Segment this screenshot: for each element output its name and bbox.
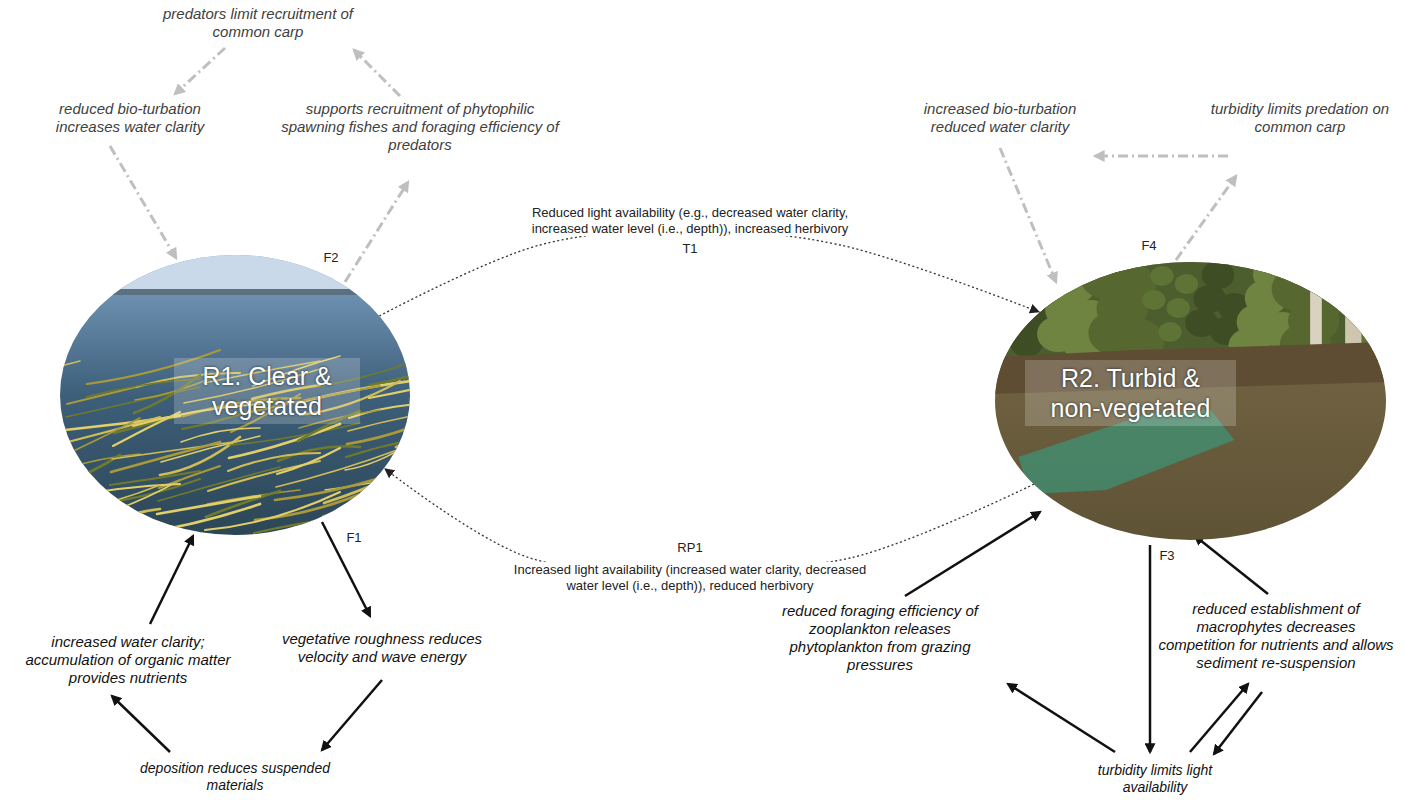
feedback-note: reduced foraging efficiency of zooplankt… (765, 602, 995, 674)
label-slot: vegetative roughness reduces velocity an… (267, 630, 497, 666)
edge-label: Increased light availability (increased … (504, 562, 876, 593)
label-slot: reduced foraging efficiency of zooplankt… (765, 602, 995, 674)
state-label: R1. Clear & vegetated (174, 358, 360, 424)
feedback-arrow (1176, 176, 1236, 260)
feedback-arrow (354, 50, 400, 96)
loop-code: F3 (1155, 548, 1179, 564)
feedback-arrow (150, 536, 193, 624)
node-content: R2. Turbid & non-vegetated (995, 262, 1386, 540)
edge-label: Reduced light availability (e.g., decrea… (504, 205, 876, 236)
loop-code: F4 (1137, 238, 1161, 254)
feedback-arrow (175, 48, 225, 94)
label-slot: deposition reduces suspended materials (135, 760, 335, 794)
feedback-note: supports recruitment of phytophilic spaw… (280, 100, 560, 154)
feedback-note: turbidity limits predation on common car… (1207, 100, 1393, 136)
edge-label-slot: Increased light availability (increased … (504, 562, 876, 593)
feedback-note: increased water clarity; accumulation of… (8, 633, 248, 687)
feedback-arrow (1008, 684, 1115, 752)
feedback-arrow (1095, 155, 1228, 158)
label-slot: increased bio-turbation reduced water cl… (905, 100, 1095, 136)
feedback-arrow (322, 680, 382, 750)
feedback-arrow (345, 182, 408, 282)
label-slot: F2 (319, 250, 343, 266)
state-label: R2. Turbid & non-vegetated (1025, 360, 1236, 426)
label-slot: F3 (1155, 548, 1179, 564)
label-slot: predators limit recruitment of common ca… (153, 5, 363, 41)
label-slot: F1 (342, 530, 366, 546)
feedback-arrow (112, 696, 170, 752)
edge-label-slot: Reduced light availability (e.g., decrea… (504, 205, 876, 236)
loop-code: RP1 (670, 540, 710, 556)
feedback-arrow (1190, 684, 1248, 752)
feedback-note: reduced establishment of macrophytes dec… (1158, 600, 1394, 672)
feedback-note: predators limit recruitment of common ca… (153, 5, 363, 41)
loop-code: T1 (675, 241, 705, 257)
label-slot: T1 (675, 241, 705, 257)
feedback-arrow (110, 146, 176, 258)
transition-arrow (384, 468, 1034, 569)
photo-fill (60, 255, 410, 535)
label-slot: reduced establishment of macrophytes dec… (1158, 600, 1394, 672)
feedback-arrow (1195, 536, 1268, 594)
label-slot: F4 (1137, 238, 1161, 254)
feedback-arrow (1214, 692, 1262, 754)
feedback-note: reduced bio-turbation increases water cl… (30, 100, 230, 136)
feedback-note: vegetative roughness reduces velocity an… (267, 630, 497, 666)
feedback-note: deposition reduces suspended materials (135, 760, 335, 794)
feedback-note: turbidity limits light availability (1080, 762, 1230, 796)
feedback-arrow (905, 512, 1040, 596)
label-slot: supports recruitment of phytophilic spaw… (280, 100, 560, 154)
feedback-arrow (1000, 148, 1056, 282)
feedback-arrow (1149, 545, 1152, 752)
label-slot: increased water clarity; accumulation of… (8, 633, 248, 687)
feedback-note: increased bio-turbation reduced water cl… (905, 100, 1095, 136)
node-content: R1. Clear & vegetated (60, 255, 410, 535)
label-slot: RP1 (670, 540, 710, 556)
state-node: R1. Clear & vegetated (60, 255, 410, 535)
label-slot: reduced bio-turbation increases water cl… (30, 100, 230, 136)
label-slot: turbidity limits predation on common car… (1207, 100, 1393, 136)
loop-code: F1 (342, 530, 366, 546)
feedback-arrow (322, 522, 370, 616)
label-slot: turbidity limits light availability (1080, 762, 1230, 796)
loop-code: F2 (319, 250, 343, 266)
transition-arrow (379, 230, 1039, 316)
state-node: R2. Turbid & non-vegetated (995, 262, 1386, 540)
photo-fill (995, 262, 1386, 540)
